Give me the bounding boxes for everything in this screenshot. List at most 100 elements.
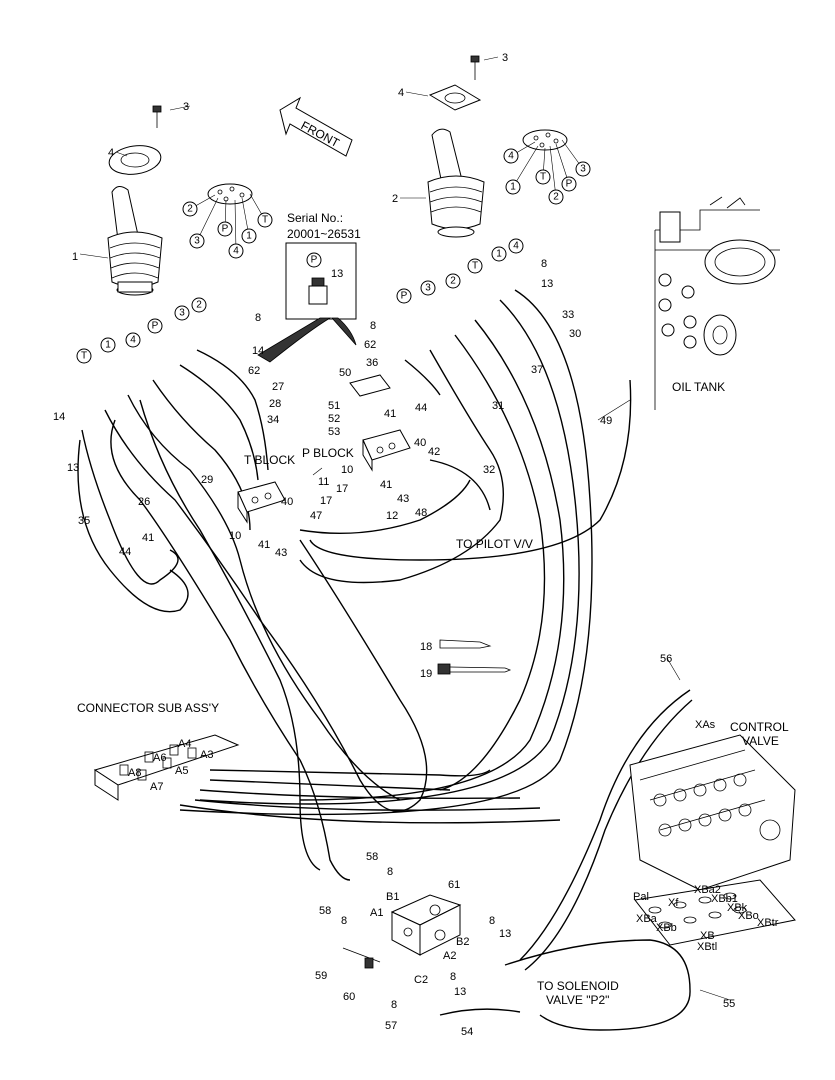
callout-label: 40 bbox=[414, 437, 426, 449]
port-circle-label: 1 bbox=[105, 340, 111, 351]
port-circle: 1 bbox=[241, 228, 257, 244]
callout-label: 32 bbox=[483, 464, 495, 476]
callout-label: 41 bbox=[384, 408, 396, 420]
callout-label: A1 bbox=[370, 907, 383, 919]
port-circle-outline bbox=[182, 201, 198, 217]
callout-label: A3 bbox=[200, 749, 213, 761]
port-circle: 4 bbox=[228, 243, 244, 259]
port-circle: 2 bbox=[445, 273, 461, 289]
callout-label: 8 bbox=[387, 866, 393, 878]
port-circle-outline bbox=[100, 337, 116, 353]
callout-label: 30 bbox=[569, 328, 581, 340]
callout-label: 43 bbox=[275, 547, 287, 559]
callout-label: 8 bbox=[391, 999, 397, 1011]
serial-box bbox=[257, 242, 357, 363]
port-circle: 3 bbox=[189, 233, 205, 249]
callout-label: 58 bbox=[319, 905, 331, 917]
callout-label: A6 bbox=[153, 752, 166, 764]
port-plate-left bbox=[189, 183, 266, 252]
callout-label: XAs bbox=[695, 719, 716, 731]
callout-label: 37 bbox=[531, 364, 543, 376]
port-circle: 2 bbox=[191, 297, 207, 313]
port-circle-outline bbox=[241, 228, 257, 244]
port-circle-outline bbox=[189, 233, 205, 249]
port-circle-label: 2 bbox=[450, 276, 456, 287]
serial-label-2: 20001~26531 bbox=[287, 227, 361, 241]
callout-label: 41 bbox=[380, 479, 392, 491]
callout-label: XB bbox=[700, 930, 715, 942]
port-circle-outline bbox=[491, 246, 507, 262]
p-block bbox=[362, 429, 411, 472]
callout-label: 43 bbox=[397, 493, 409, 505]
port-circle: T bbox=[467, 258, 483, 274]
callout-labels: 3413428146227283414132926354144138623650… bbox=[53, 52, 779, 1038]
callout-label: 31 bbox=[492, 400, 504, 412]
callout-label: 53 bbox=[328, 426, 340, 438]
port-circle-outline bbox=[575, 161, 591, 177]
port-circle-label: P bbox=[222, 224, 229, 235]
callout-label: 11 bbox=[318, 476, 329, 488]
port-circle-label: P bbox=[401, 291, 408, 302]
port-circle: 4 bbox=[508, 238, 524, 254]
port-circle-label: 2 bbox=[553, 192, 559, 203]
port-circle-label: 3 bbox=[179, 308, 185, 319]
port-circle-label: 3 bbox=[425, 283, 431, 294]
block-50 bbox=[349, 374, 391, 397]
valve-block-61 bbox=[342, 894, 462, 969]
oil-tank-label: OIL TANK bbox=[672, 380, 725, 394]
callout-label: XBa2 bbox=[694, 884, 721, 896]
port-circle: P bbox=[306, 252, 322, 268]
callout-label: 13 bbox=[454, 986, 466, 998]
right-joystick bbox=[427, 55, 485, 238]
callout-label: 57 bbox=[385, 1020, 397, 1032]
callout-label: 62 bbox=[364, 339, 376, 351]
callout-label: XBb1 bbox=[711, 893, 738, 905]
connector-label: CONNECTOR SUB ASS'Y bbox=[77, 701, 219, 715]
port-circle-outline bbox=[561, 176, 577, 192]
to-pilot-label: TO PILOT V/V bbox=[456, 537, 533, 551]
callout-label: 12 bbox=[386, 510, 398, 522]
callout-label: 44 bbox=[415, 402, 427, 414]
callout-label: 59 bbox=[315, 970, 327, 982]
callout-label: 42 bbox=[428, 446, 440, 458]
hose-bundle bbox=[77, 289, 693, 1031]
port-circle-label: 2 bbox=[196, 300, 202, 311]
port-circle: 1 bbox=[100, 337, 116, 353]
callout-label: XBb bbox=[656, 922, 677, 934]
callout-label: 51 bbox=[328, 400, 340, 412]
solenoid-label-1: TO SOLENOID bbox=[537, 979, 619, 993]
callout-label: 40 bbox=[281, 496, 293, 508]
callout-label: 26 bbox=[138, 496, 150, 508]
port-circle-label: 4 bbox=[508, 151, 514, 162]
port-circle: 3 bbox=[420, 280, 436, 296]
port-plate-right bbox=[510, 129, 584, 198]
callout-label: 10 bbox=[229, 530, 241, 542]
left-joystick bbox=[107, 105, 163, 296]
callout-label: 8 bbox=[341, 915, 347, 927]
callout-label: 52 bbox=[328, 413, 340, 425]
callout-label: 41 bbox=[142, 532, 154, 544]
port-circle: 1 bbox=[505, 179, 521, 195]
callout-label: 17 bbox=[320, 495, 332, 507]
port-circle: 1 bbox=[491, 246, 507, 262]
t-block-label: T BLOCK bbox=[244, 453, 295, 467]
callout-label: B1 bbox=[386, 891, 399, 903]
callout-label: 44 bbox=[119, 546, 131, 558]
callout-label: 13 bbox=[331, 268, 343, 280]
port-circle: P bbox=[217, 221, 233, 237]
port-circle-label: T bbox=[262, 215, 268, 226]
callout-label: 13 bbox=[541, 278, 553, 290]
port-circle-label: 2 bbox=[187, 204, 193, 215]
port-circle-outline bbox=[396, 288, 412, 304]
port-circle-label: T bbox=[81, 351, 87, 362]
callout-label: 8 bbox=[450, 971, 456, 983]
control-valve bbox=[629, 734, 796, 946]
port-circle-outline bbox=[174, 305, 190, 321]
port-circle: T bbox=[76, 348, 92, 364]
port-circle: P bbox=[147, 318, 163, 334]
callout-label: 19 bbox=[420, 668, 432, 680]
callout-label: XBo bbox=[738, 910, 759, 922]
port-circle-outline bbox=[505, 179, 521, 195]
port-circle-label: P bbox=[152, 321, 159, 332]
